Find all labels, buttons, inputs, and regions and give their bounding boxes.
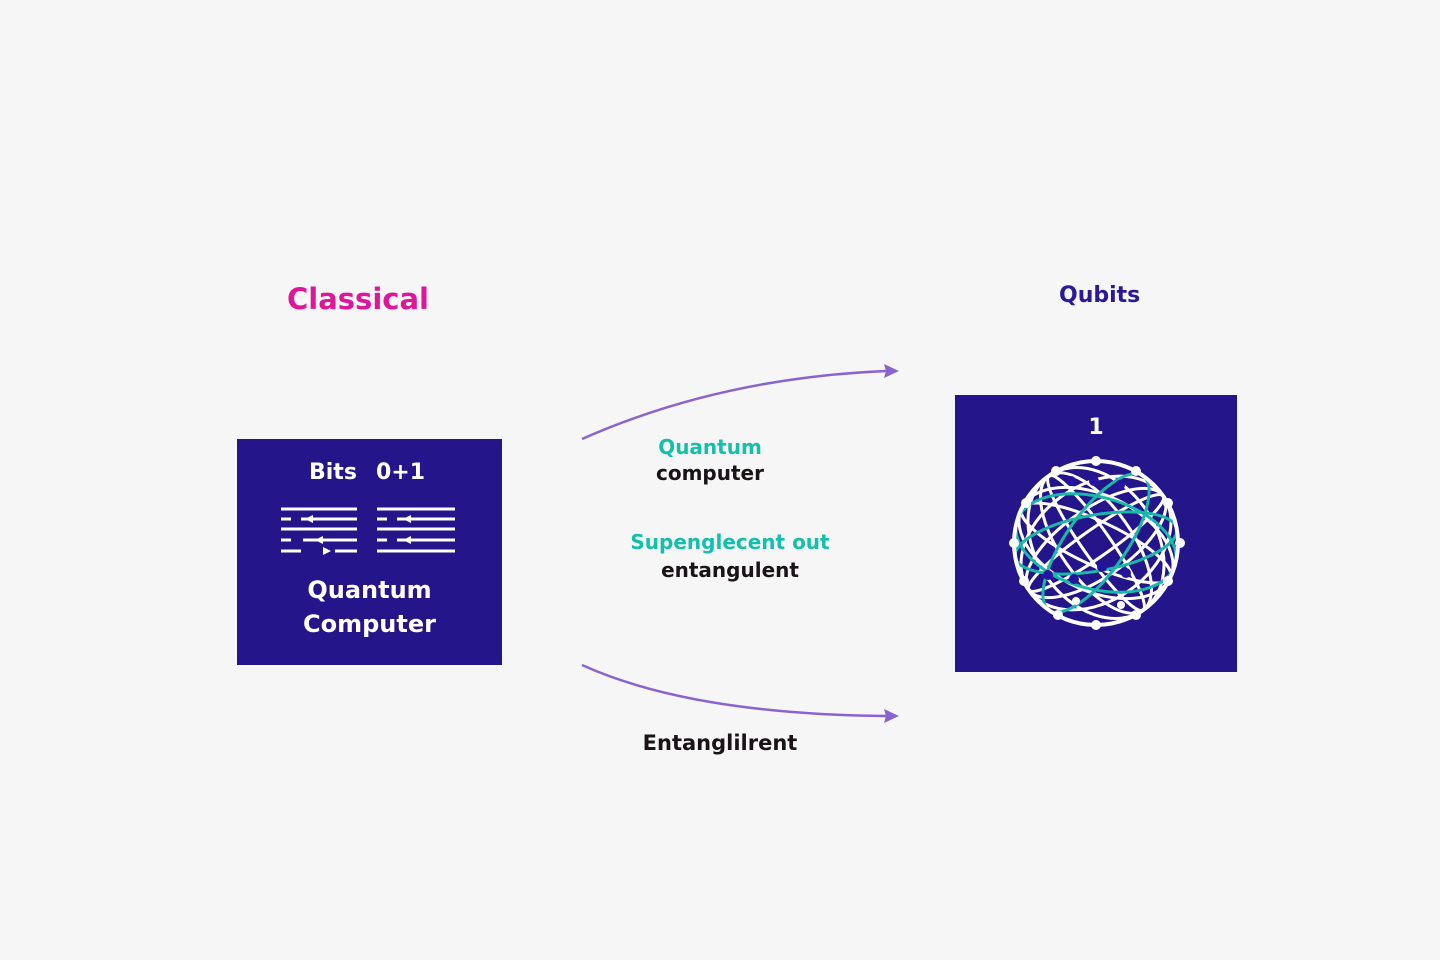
qubit-panel: 1 [955,395,1237,672]
classical-panel-name: Quantum Computer [303,576,436,638]
middle-label-2-line-2: entangulent [661,558,799,582]
middle-label-superposition: Supenglecent out entangulent [620,528,840,584]
middle-label-2-line-1: Supenglecent out [630,530,830,554]
middle-label-1-line-1: Quantum [658,435,762,459]
arrow-top-icon [581,364,899,441]
middle-label-1-line-2: computer [656,461,764,485]
qubits-title: Qubits [1059,283,1141,308]
bit-lines-icon [281,507,455,555]
middle-label-quantum-computer: Quantum computer [600,434,820,486]
bits-label: Bits [309,460,357,485]
arrow-bottom-icon [581,663,899,723]
classical-panel: Bits 0+1 Quantum Computer [237,439,502,665]
globe-sphere-icon [1009,456,1185,630]
qubit-number: 1 [1088,415,1104,440]
middle-label-entanglement: Entanglilrent [642,731,798,755]
bits-value: 0+1 [376,460,426,485]
classical-title: Classical [287,282,429,316]
